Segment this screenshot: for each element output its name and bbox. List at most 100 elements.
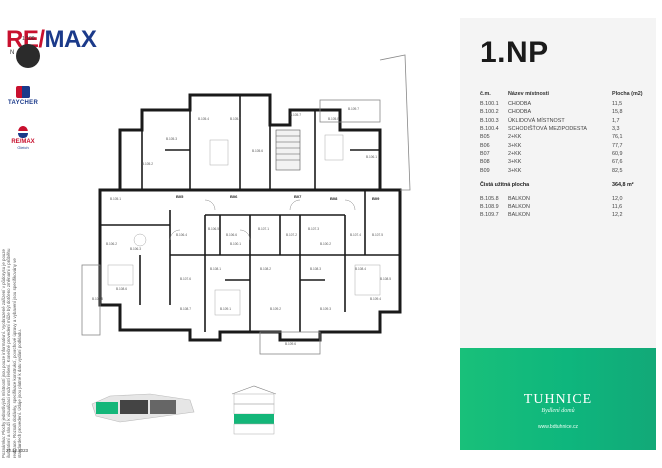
balloon-icon [18, 126, 28, 138]
table-row: B.109.7 BALKON 12,2 [480, 211, 642, 219]
room-label: B.108.1 [210, 267, 221, 271]
room-label: B.106.1 [366, 155, 377, 159]
corridor-label: B.100.2 [320, 242, 331, 246]
cell-name: BALKON [508, 204, 530, 211]
cell-number: B.105.8 [480, 195, 499, 202]
upper-wing-wall [118, 93, 382, 190]
cell-area: 3,3 [612, 126, 620, 133]
room-label: B.105.7 [290, 113, 301, 117]
section-diagram [231, 385, 277, 435]
balcony-left [81, 264, 101, 336]
scale-text: 1:100 [22, 36, 35, 42]
cell-area: 60,9 [612, 150, 623, 157]
apartment-label: B09 [372, 196, 380, 201]
cell-number: B05 [480, 134, 490, 141]
cell-number: B.100.4 [480, 126, 499, 133]
north-letter: N [10, 50, 15, 56]
terrace-right [379, 54, 411, 191]
apartment-label: B07 [294, 194, 302, 199]
cell-number: B.109.7 [480, 212, 499, 219]
room-label: B.106.2 [106, 242, 117, 246]
cell-name: 3+KK [508, 159, 522, 166]
room-label: B.107.6 [180, 277, 191, 281]
brand-name: TUHNICE [523, 392, 593, 407]
room-label: B.107.1 [258, 227, 269, 231]
table-row: B.105.8 BALKON 12,0 [480, 195, 642, 203]
room-label: B.109.7 [348, 107, 359, 111]
section-current-floor [234, 414, 274, 424]
total-label: Čistá užitná plocha [480, 181, 530, 188]
cell-number: B.100.3 [480, 117, 499, 124]
room-label: B.108.6 [116, 287, 127, 291]
site-minimap [91, 393, 195, 423]
building-b-footprint [150, 400, 176, 414]
cell-area: 11,5 [612, 101, 623, 108]
staircase [275, 129, 301, 171]
corridor-label: B.100.1 [230, 242, 241, 246]
total-value: 364,8 m² [612, 181, 634, 188]
taycher-logo-icon [16, 86, 30, 98]
room-label: B.108.4 [355, 267, 366, 271]
table-row: B.108.9 BALKON 11,6 [480, 203, 642, 211]
cell-name: 2+KK [508, 134, 522, 141]
header-number: č.m. [480, 91, 491, 97]
highlighted-building [96, 402, 118, 414]
room-label: B.107.2 [286, 233, 297, 237]
cell-area: 12,2 [612, 212, 623, 219]
cell-number: B06 [480, 142, 490, 149]
room-label: B.107.5 [372, 233, 383, 237]
cell-name: 2+KK [508, 150, 522, 157]
room-label: B.106.6 [226, 233, 237, 237]
room-label: B.106.4 [176, 233, 187, 237]
room-label: B.105.6 [252, 149, 263, 153]
room-label: B.106.3 [130, 247, 141, 251]
remax-logo: RE/MAX [6, 26, 97, 54]
total-row: Čistá užitná plocha 364,8 m² [480, 179, 642, 191]
cell-number: B.108.9 [480, 204, 499, 211]
room-label: B.105.1 [110, 197, 121, 201]
disclaimer-text: Poznámka: Plochy jednotlivých místností … [1, 248, 23, 458]
balcony-top [319, 99, 381, 123]
building-a-footprint [120, 400, 148, 414]
room-label: B.108.7 [180, 307, 191, 311]
cell-name: 3+KK [508, 167, 522, 174]
issue-date: 22.12.2023 [6, 448, 28, 453]
cell-area: 11,6 [612, 204, 623, 211]
cell-name: BALKON [508, 195, 530, 202]
cell-area: 12,0 [612, 195, 623, 202]
remax-small-name: RE/MAX [11, 139, 35, 145]
cell-name: BALKON [508, 212, 530, 219]
room-table: č.m. Název místnosti Plocha (m2) B.100.1… [480, 88, 643, 220]
room-label: B.109.4 [370, 297, 381, 301]
remax-gleich-logo: RE/MAX Gleich [8, 126, 38, 150]
header-area: Plocha (m2) [612, 91, 643, 97]
cell-area: 1,7 [612, 117, 620, 124]
room-label: B.105.2 [142, 162, 153, 166]
room-label: B.109.3 [320, 307, 331, 311]
table-row: B.100.1 CHODBA 11,5 [480, 100, 642, 108]
room-label: B.109.6 [285, 342, 296, 346]
table-header: č.m. Název místnosti Plocha (m2) [480, 88, 643, 100]
north-arrow-icon: 1:100 [16, 36, 40, 68]
balcony-bottom [259, 331, 321, 355]
room-label: B.108.3 [310, 267, 321, 271]
cell-number: B.100.1 [480, 101, 499, 108]
brand-subtitle: Bydlení domů [541, 408, 575, 414]
project-brand: TUHNICE Bydlení domů www.bdtuhnice.cz [460, 348, 656, 450]
room-label: B.107.4 [350, 233, 361, 237]
cell-name: CHODBA [508, 101, 532, 108]
room-label: B.109.1 [220, 307, 231, 311]
room-label: B.107.3 [308, 227, 319, 231]
cell-number: B08 [480, 159, 490, 166]
apartment-label: B05 [176, 194, 184, 199]
room-label: B.108.2 [260, 267, 271, 271]
